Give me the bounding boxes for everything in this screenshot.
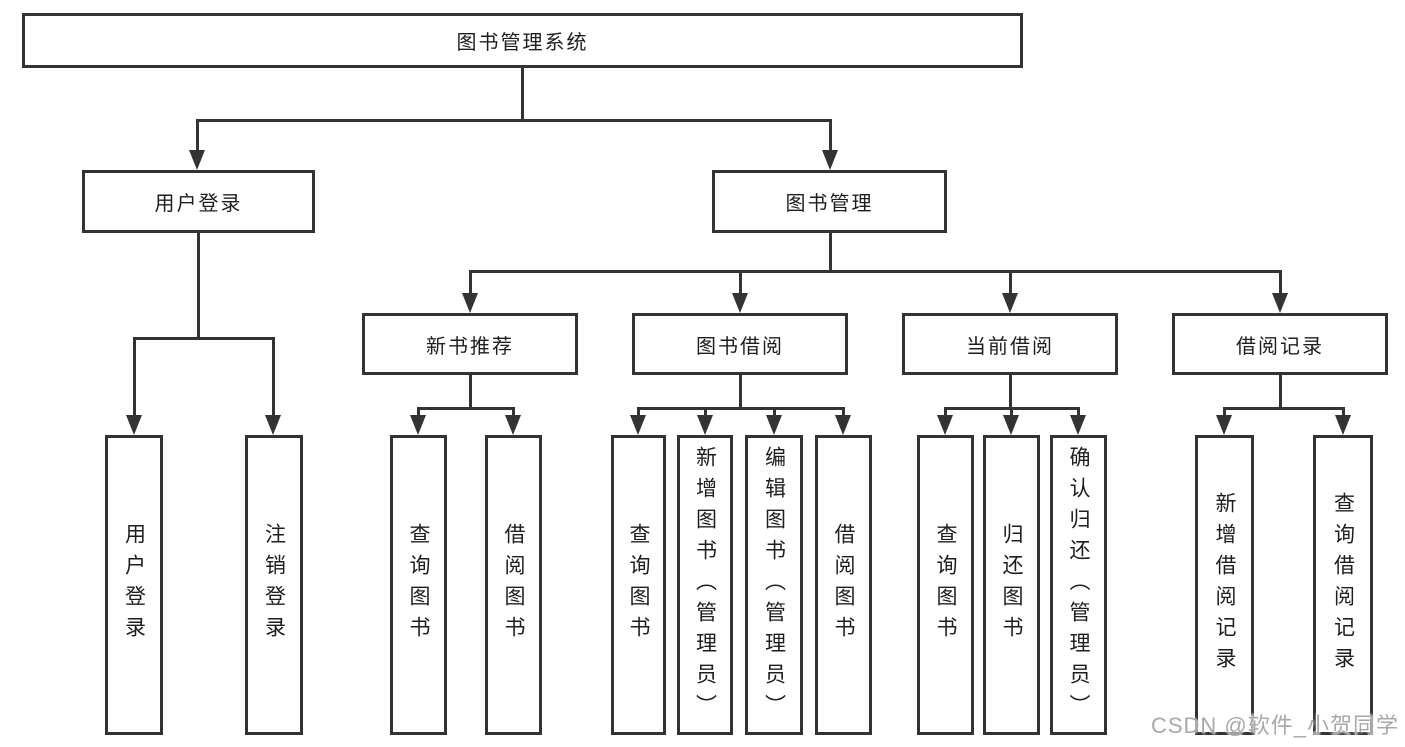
node-edit-book-admin-label: 编辑图书（管理员）	[762, 445, 786, 725]
connector-arrowhead	[835, 415, 851, 435]
connector-arrowhead	[1070, 415, 1086, 435]
node-query-books-borrow: 查询图书	[611, 435, 666, 735]
connector-line	[469, 270, 1282, 273]
node-query-borrow-record-label: 查询借阅记录	[1331, 492, 1355, 678]
node-add-borrow-record-label: 新增借阅记录	[1213, 492, 1236, 678]
node-add-book-admin: 新增图书（管理员）	[677, 435, 733, 735]
node-logout: 注销登录	[245, 435, 303, 735]
node-return-book: 归还图书	[983, 435, 1040, 735]
connector-arrowhead	[505, 415, 521, 435]
connector-line	[133, 337, 275, 340]
node-borrow-records-label: 借阅记录	[1236, 335, 1324, 358]
connector-arrowhead	[1335, 415, 1351, 435]
connector-line	[469, 270, 472, 296]
connector-line	[637, 407, 640, 419]
node-query-books-recommend-label: 查询图书	[407, 523, 430, 647]
connector-arrowhead	[410, 415, 426, 435]
node-borrow-books-leaf: 借阅图书	[815, 435, 872, 735]
node-borrow-records: 借阅记录	[1172, 313, 1388, 375]
connector-line	[417, 407, 515, 410]
connector-line	[417, 407, 420, 419]
connector-line	[842, 407, 845, 419]
connector-line	[944, 407, 947, 419]
connector-line	[1009, 375, 1012, 410]
node-current-borrow-label: 当前借阅	[966, 335, 1054, 358]
node-add-borrow-record: 新增借阅记录	[1195, 435, 1254, 735]
node-book-management-label: 图书管理	[785, 193, 874, 215]
node-new-book-recommend-label: 新书推荐	[426, 335, 514, 358]
connector-line	[1223, 407, 1345, 410]
connector-arrowhead	[822, 150, 838, 170]
node-book-management: 图书管理	[712, 170, 947, 233]
node-current-borrow: 当前借阅	[902, 313, 1118, 375]
connector-arrowhead	[1002, 293, 1018, 313]
node-confirm-return-admin: 确认归还（管理员）	[1050, 435, 1107, 735]
connector-line	[1077, 407, 1080, 419]
connector-line	[773, 407, 776, 419]
node-book-borrow: 图书借阅	[632, 313, 848, 375]
node-confirm-return-admin-label: 确认归还（管理员）	[1067, 445, 1090, 725]
connector-line	[1342, 407, 1345, 419]
node-user-login-leaf-label: 用户登录	[122, 523, 146, 647]
connector-arrowhead	[189, 150, 205, 170]
connector-line	[1009, 270, 1012, 296]
node-add-book-admin-label: 新增图书（管理员）	[693, 445, 717, 725]
connector-line	[704, 407, 707, 419]
connector-line	[637, 407, 845, 410]
node-borrow-books-recommend: 借阅图书	[485, 435, 542, 735]
connector-arrowhead	[630, 415, 646, 435]
node-query-borrow-record: 查询借阅记录	[1313, 435, 1373, 735]
connector-arrowhead	[697, 415, 713, 435]
connector-line	[739, 375, 742, 410]
connector-arrowhead	[126, 415, 142, 435]
connector-line	[1010, 407, 1013, 419]
node-query-books-recommend: 查询图书	[390, 435, 447, 735]
connector-arrowhead	[1272, 293, 1288, 313]
node-return-book-label: 归还图书	[1000, 523, 1023, 647]
connector-line	[133, 337, 136, 417]
connector-line	[829, 233, 832, 273]
node-new-book-recommend: 新书推荐	[362, 313, 578, 375]
connector-line	[196, 119, 199, 153]
connector-line	[196, 119, 832, 122]
connector-arrowhead	[265, 415, 281, 435]
node-book-borrow-label: 图书借阅	[696, 335, 784, 358]
node-query-books-borrow-label: 查询图书	[627, 523, 650, 647]
connector-line	[521, 68, 524, 122]
node-user-login-leaf: 用户登录	[105, 435, 163, 735]
node-root-system-label: 图书管理系统	[456, 32, 589, 54]
node-logout-label: 注销登录	[262, 523, 286, 647]
connector-arrowhead	[1216, 415, 1232, 435]
connector-line	[829, 119, 832, 153]
connector-line	[272, 337, 275, 417]
connector-line	[1279, 270, 1282, 296]
connector-line	[739, 270, 742, 296]
node-user-login: 用户登录	[82, 170, 315, 233]
node-query-books-current-label: 查询图书	[934, 523, 957, 647]
csdn-watermark: CSDN @软件_小贺同学	[1150, 713, 1399, 738]
connector-line	[469, 375, 472, 410]
connector-arrowhead	[766, 415, 782, 435]
node-root-system: 图书管理系统	[22, 13, 1023, 68]
connector-line	[512, 407, 515, 419]
node-borrow-books-recommend-label: 借阅图书	[502, 523, 525, 647]
connector-arrowhead	[462, 293, 478, 313]
connector-arrowhead	[732, 293, 748, 313]
node-borrow-books-leaf-label: 借阅图书	[832, 523, 855, 647]
node-edit-book-admin: 编辑图书（管理员）	[745, 435, 803, 735]
connector-line	[1223, 407, 1226, 419]
connector-arrowhead	[1003, 415, 1019, 435]
connector-line	[197, 233, 200, 340]
connector-arrowhead	[937, 415, 953, 435]
node-user-login-label: 用户登录	[154, 193, 243, 215]
connector-line	[1279, 375, 1282, 410]
node-query-books-current: 查询图书	[917, 435, 974, 735]
